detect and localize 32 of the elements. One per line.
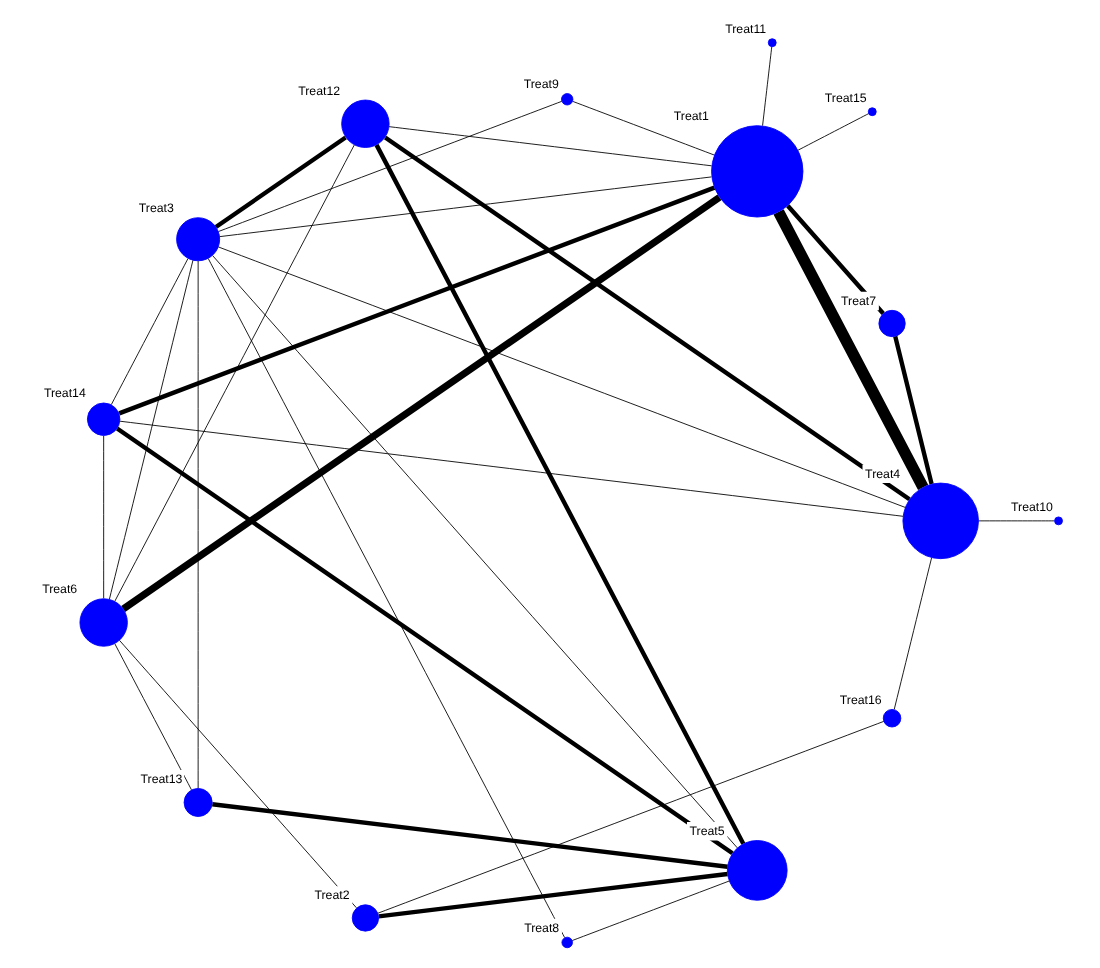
node-circle xyxy=(710,125,803,218)
connector xyxy=(218,176,711,238)
connector xyxy=(109,258,188,406)
node-circle xyxy=(175,217,220,262)
connector xyxy=(211,255,737,849)
node-circle xyxy=(340,99,389,148)
connector xyxy=(387,126,712,167)
connector xyxy=(114,426,733,856)
connector xyxy=(102,435,104,599)
node-circle xyxy=(560,93,573,106)
node-circle xyxy=(1053,516,1062,526)
connector xyxy=(761,46,772,127)
connector xyxy=(892,335,933,485)
connector xyxy=(117,185,715,416)
connector xyxy=(570,880,729,941)
connector xyxy=(892,557,932,710)
node-circle xyxy=(85,402,120,436)
node-circle xyxy=(78,598,127,647)
node-circle xyxy=(766,38,776,48)
connector xyxy=(217,100,562,232)
connector xyxy=(796,113,869,151)
connector xyxy=(107,259,193,600)
connector xyxy=(772,209,928,490)
connector xyxy=(120,194,721,612)
connector xyxy=(213,135,346,229)
connector xyxy=(196,260,198,789)
connector xyxy=(377,871,727,919)
node-circle xyxy=(866,107,876,117)
connector xyxy=(382,135,910,502)
node-circle xyxy=(881,709,901,728)
connector xyxy=(376,720,884,914)
connector xyxy=(113,144,354,602)
